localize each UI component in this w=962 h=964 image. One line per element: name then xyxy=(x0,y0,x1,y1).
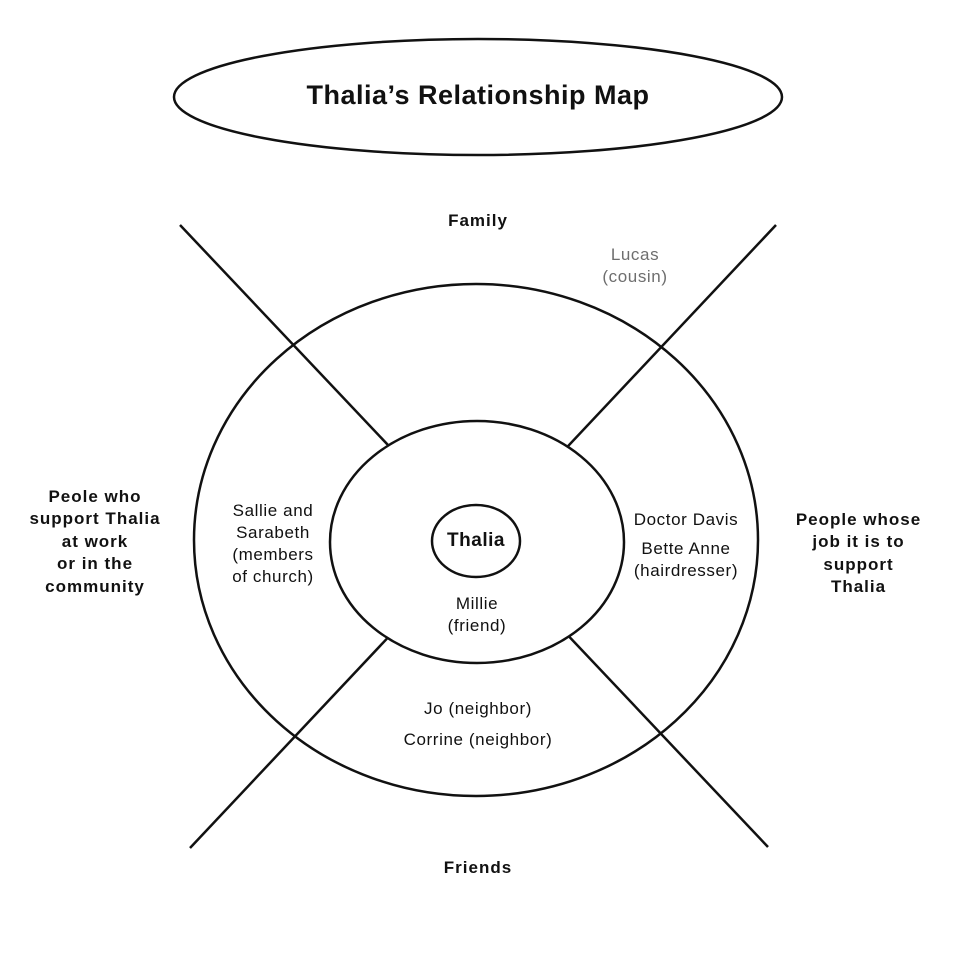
section-label-community: Peole who support Thalia at work or in t… xyxy=(29,487,161,596)
person-millie: Millie (friend) xyxy=(447,594,507,636)
person-lucas: Lucas (cousin) xyxy=(602,245,668,287)
center-person-thalia: Thalia xyxy=(447,530,505,551)
center-circle xyxy=(430,503,522,579)
person-doctor-davis: Doctor Davis xyxy=(633,510,739,529)
person-bette-anne: Bette Anne (hairdresser) xyxy=(633,539,739,581)
person-corrine: Corrine (neighbor) xyxy=(403,730,553,749)
map-title: Thalia’s Relationship Map xyxy=(306,80,650,110)
section-label-family: Family xyxy=(448,211,508,230)
title-ellipse xyxy=(172,37,784,157)
section-label-paid-support: People whose job it is to support Thalia xyxy=(795,510,922,597)
person-sallie-sarabeth: Sallie and Sarabeth (members of church) xyxy=(232,501,314,587)
section-label-friends: Friends xyxy=(443,858,513,877)
outer-circle xyxy=(192,282,760,798)
person-jo: Jo (neighbor) xyxy=(424,699,532,718)
